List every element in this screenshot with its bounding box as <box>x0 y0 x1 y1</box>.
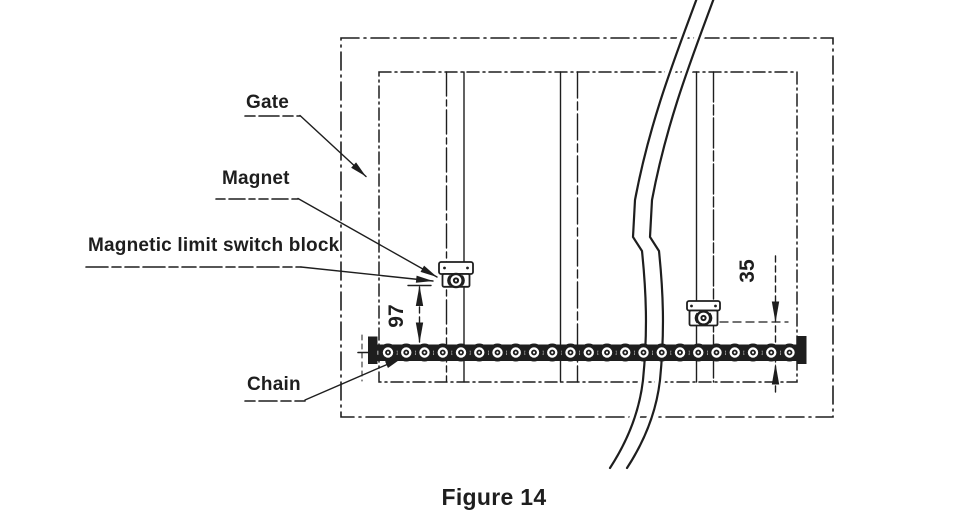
magnet-limit-switch-block <box>438 261 474 289</box>
chain-rollers <box>379 343 799 362</box>
magnet-roller-icon <box>447 272 465 289</box>
gate-label: Gate <box>246 92 290 113</box>
gate-frame-outline <box>340 37 834 418</box>
gate-leader <box>299 114 367 178</box>
gate-panel-outline <box>378 71 798 383</box>
magnet-leader <box>297 197 438 278</box>
dimension-arrow-up <box>415 285 424 306</box>
chain-end-anchor-left <box>368 336 378 364</box>
dimension-value-35: 35 <box>736 259 759 283</box>
right-magnet-roller-icon <box>694 310 713 326</box>
chain-drawing <box>357 336 807 364</box>
figure-caption: Figure 14 <box>441 484 547 510</box>
chain-label: Chain <box>247 374 301 395</box>
right-limit-switch-block <box>686 300 721 327</box>
dimension-arrow-down <box>415 322 424 343</box>
magnet-label: Magnet <box>222 168 290 189</box>
gate-frame-posts <box>361 71 715 383</box>
magnetic-limit-switch-block-label: Magnetic limit switch block <box>88 235 340 256</box>
block-leader <box>300 266 434 283</box>
chain-end-anchor-right <box>797 336 807 364</box>
callout-leaders <box>85 114 438 402</box>
dimension-arrow-down <box>771 301 780 323</box>
break-line <box>605 0 719 473</box>
dimension-35 <box>719 255 789 394</box>
dimension-value-97: 97 <box>385 304 408 328</box>
chain-leader <box>304 357 403 401</box>
dimension-arrow-up <box>771 363 780 385</box>
dimension-97 <box>407 284 432 343</box>
